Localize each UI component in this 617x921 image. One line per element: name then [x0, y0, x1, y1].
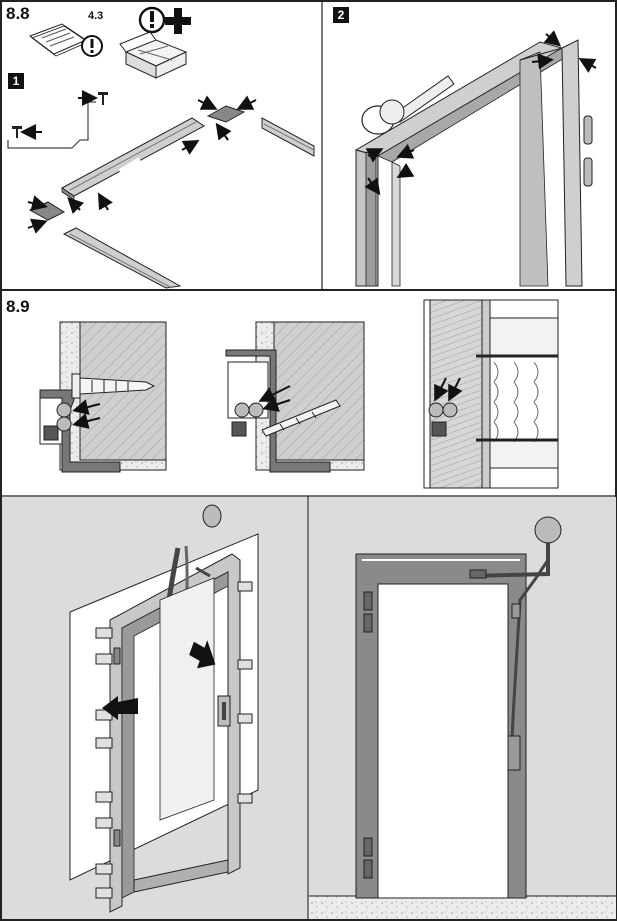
cable-icon — [469, 516, 562, 739]
anchor-bracket — [95, 581, 253, 899]
cable-icon — [56, 402, 72, 432]
door-frame-front — [355, 553, 527, 899]
arrow-icon — [27, 95, 257, 234]
arrow-icon — [102, 640, 216, 720]
document-stack-icon — [28, 23, 89, 57]
wall-section-drywall — [423, 299, 559, 489]
wall-background — [2, 497, 307, 919]
arrow-icon — [20, 90, 98, 140]
profile-section-icon — [7, 92, 108, 149]
wall-column — [159, 577, 215, 821]
cable-icon — [428, 402, 458, 437]
step-number: 1 — [8, 73, 24, 89]
section-number: 8.9 — [6, 297, 30, 316]
frame-side-bar — [62, 227, 182, 289]
door-frame-perspective — [109, 553, 241, 913]
section-number: 8.8 — [6, 4, 30, 23]
door-frame-assembled — [354, 39, 583, 287]
arrow-icon — [258, 385, 291, 412]
arrow-icon — [364, 30, 597, 196]
mallet-icon — [361, 75, 455, 135]
step-number: 2 — [333, 7, 349, 23]
frame-head-bar — [61, 117, 205, 201]
warning-icon — [138, 6, 166, 34]
screw-icon — [71, 373, 156, 399]
strike-plate — [217, 695, 231, 727]
strike-plate — [507, 603, 521, 771]
arrow-icon — [434, 377, 463, 402]
warning-icon — [81, 35, 103, 57]
hinge-icon — [363, 591, 373, 879]
frame-profile-section — [39, 389, 121, 473]
hinge-icon — [113, 647, 121, 847]
arrow-icon — [72, 399, 101, 429]
frame-head-bar-right — [261, 117, 315, 157]
plus-icon — [165, 8, 191, 34]
hinge-icon — [583, 115, 593, 187]
reference-number: 4.3 — [88, 10, 104, 22]
box-icon — [119, 31, 188, 79]
screw-icon — [261, 399, 341, 437]
